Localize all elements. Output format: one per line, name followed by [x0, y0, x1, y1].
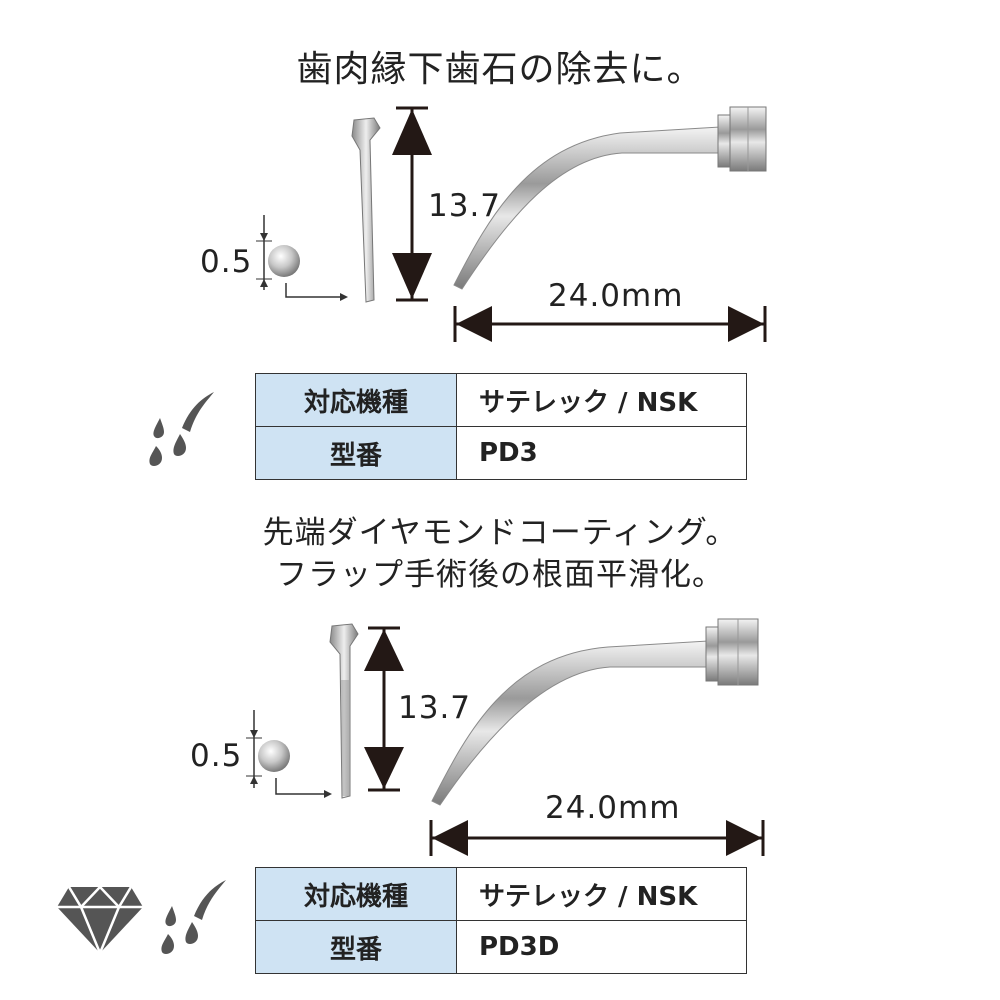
compatible-models-value: サテレック / NSK — [456, 867, 747, 921]
height-label-1: 13.7 — [428, 188, 502, 224]
table-row: 対応機種 サテレック / NSK — [255, 867, 747, 921]
length-label-2: 24.0mm — [545, 790, 681, 826]
length-arrow-1 — [453, 306, 767, 342]
section1-heading: 歯肉縁下歯石の除去に。 — [296, 49, 704, 90]
water-spray-icon — [161, 880, 226, 954]
diamond-icon — [57, 885, 143, 957]
diameter-marker-2 — [246, 710, 332, 798]
height-label-2: 13.7 — [398, 690, 472, 726]
tip-diameter-label-1: 0.5 — [200, 244, 253, 280]
spec-table-1: 対応機種 サテレック / NSK 型番 PD3 — [255, 373, 747, 480]
table-row: 型番 PD3D — [255, 920, 747, 974]
model-number-value: PD3D — [456, 920, 747, 974]
tip-diameter-label-2: 0.5 — [190, 738, 243, 774]
tip-side-view-2 — [329, 623, 359, 799]
diameter-marker-1 — [256, 215, 348, 301]
tip-side-view-1 — [351, 117, 381, 303]
section2-heading-line2: フラップ手術後の根面平滑化。 — [276, 557, 724, 593]
tip-curved-view-2 — [431, 618, 759, 806]
height-arrow-2 — [364, 626, 404, 792]
model-number-label: 型番 — [255, 426, 457, 480]
table-row: 型番 PD3 — [255, 426, 747, 480]
table-row: 対応機種 サテレック / NSK — [255, 373, 747, 427]
length-arrow-2 — [429, 820, 765, 856]
length-label-1: 24.0mm — [548, 278, 684, 314]
tip-curved-view-1 — [453, 106, 767, 290]
height-arrow-1 — [392, 106, 432, 302]
model-number-value: PD3 — [456, 426, 747, 480]
compatible-models-value: サテレック / NSK — [456, 373, 747, 427]
compatible-models-label: 対応機種 — [255, 373, 457, 427]
water-spray-icon — [149, 392, 214, 466]
model-number-label: 型番 — [255, 920, 457, 974]
spec-table-2: 対応機種 サテレック / NSK 型番 PD3D — [255, 867, 747, 974]
compatible-models-label: 対応機種 — [255, 867, 457, 921]
section2-heading-line1: 先端ダイヤモンドコーティング。 — [262, 515, 738, 551]
